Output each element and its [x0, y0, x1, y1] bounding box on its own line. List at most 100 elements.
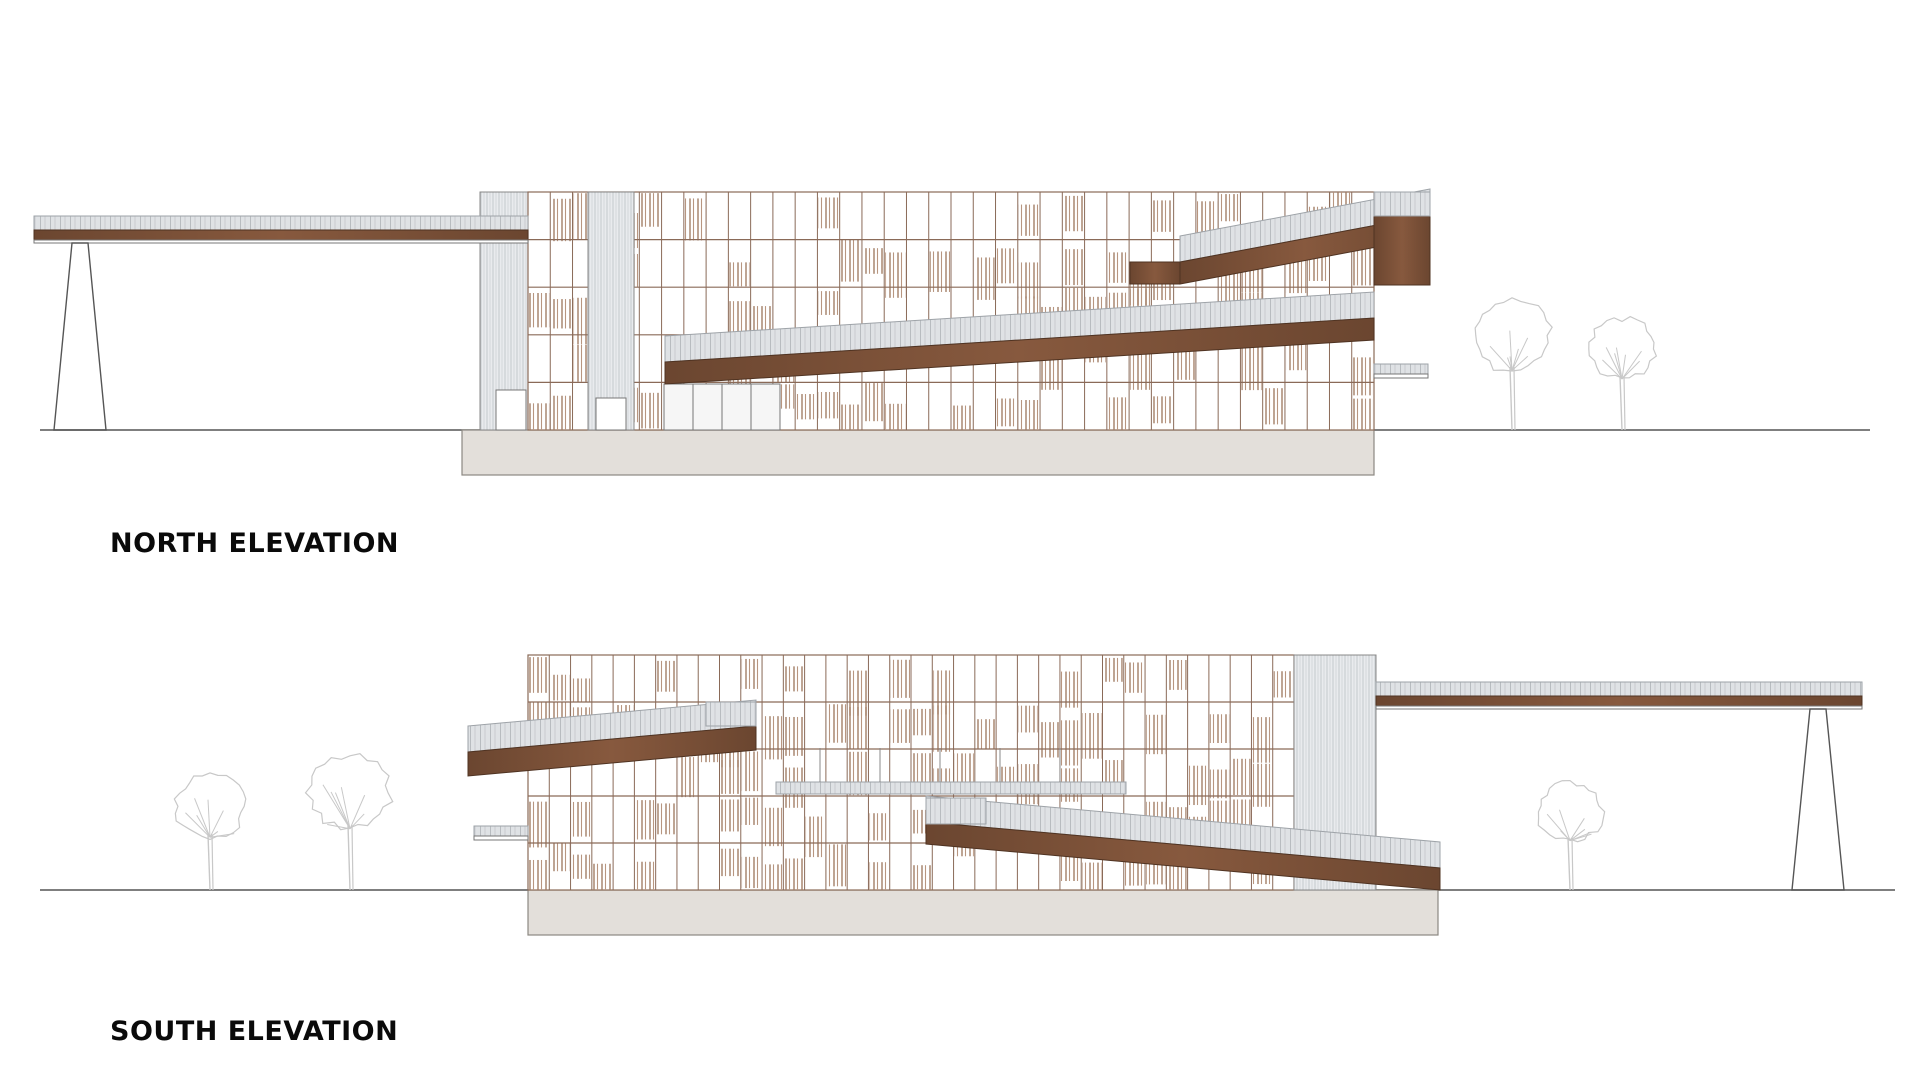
canopy — [1474, 297, 1553, 372]
wood-slat-panel — [996, 248, 1017, 284]
wood-slat-panel — [818, 392, 839, 419]
south-tree-1 — [173, 772, 247, 891]
wood-slat-panel — [729, 262, 750, 287]
branch — [1507, 357, 1513, 371]
branch — [1621, 360, 1640, 380]
wood-slat-panel — [1063, 287, 1084, 314]
wood-slat-panel — [1130, 352, 1151, 390]
mid-walkway — [775, 781, 1127, 795]
wood-slat-panel — [796, 394, 817, 420]
south-skybridge-railing — [1375, 681, 1863, 697]
core-door — [595, 397, 627, 431]
wood-slat-panel — [933, 705, 953, 752]
wood-slat-panel — [1252, 763, 1272, 807]
trunk — [1513, 366, 1516, 431]
wood-slat-panel — [784, 858, 804, 890]
trunk — [1619, 375, 1623, 431]
north-elevation-drawing — [33, 188, 1870, 476]
trunk — [347, 825, 351, 891]
wood-slat-panel — [763, 716, 783, 760]
branch — [349, 813, 365, 830]
branch — [1546, 813, 1571, 842]
lower-ramp-landing-railing — [925, 797, 987, 825]
south-tree-2 — [304, 753, 394, 891]
lower-ramp-deck — [664, 317, 1375, 385]
branch — [1569, 828, 1586, 842]
branch — [1569, 833, 1592, 842]
branch — [1621, 350, 1642, 380]
branch — [1614, 353, 1623, 380]
wood-slat-panel — [1082, 713, 1102, 759]
wood-slat-panel — [1060, 720, 1081, 766]
wood-slat-panel — [720, 848, 740, 877]
branch — [1511, 337, 1529, 371]
wood-slat-panel — [912, 753, 932, 787]
north-skybridge — [33, 215, 529, 431]
wood-slat-panel — [826, 844, 847, 887]
wood-slat-panel — [784, 666, 804, 692]
wood-slat-panel — [1124, 662, 1145, 693]
south-elevation-title: SOUTH ELEVATION — [110, 1016, 399, 1047]
wood-slat-panel — [933, 670, 953, 715]
wood-slat-panel — [885, 252, 906, 298]
canopy — [1588, 315, 1658, 379]
north-tree-1 — [1474, 297, 1553, 431]
branch — [196, 814, 211, 838]
wood-slat-panel — [741, 856, 762, 889]
wood-slat-panel — [551, 198, 572, 242]
south-elevation-drawing — [40, 654, 1895, 936]
wood-slat-panel — [529, 403, 550, 430]
branch — [209, 810, 224, 838]
upper-ramp-landing — [1129, 261, 1181, 285]
wood-slat-panel — [1063, 249, 1084, 286]
branch — [194, 798, 211, 838]
upper-left-ramp-deck — [467, 725, 757, 777]
wood-slat-panel — [1018, 262, 1040, 299]
wood-slat-panel — [1107, 252, 1129, 283]
wood-slat-panel — [720, 760, 740, 794]
wood-slat-panel — [1209, 769, 1230, 799]
branch — [1511, 355, 1529, 371]
wood-slat-panel — [784, 716, 804, 756]
south-skybridge-fascia — [1375, 705, 1863, 710]
wood-slat-panel — [571, 854, 591, 879]
concrete-podium — [461, 429, 1375, 476]
branch — [349, 794, 366, 829]
side-balcony — [473, 825, 529, 837]
lower-ramp — [664, 291, 1375, 385]
wood-slat-panel — [741, 658, 762, 689]
wood-slat-panel — [869, 862, 889, 890]
wood-slat-panel — [1209, 714, 1230, 744]
branch — [207, 799, 211, 838]
wood-slat-panel — [1167, 659, 1187, 690]
wood-slat-panel — [826, 704, 847, 743]
branch — [209, 831, 219, 838]
north-skybridge-pylon — [53, 242, 107, 431]
wood-slat-panel — [635, 861, 655, 890]
wood-slat-panel — [1018, 705, 1038, 733]
branch — [322, 784, 351, 830]
wood-slat-panel — [592, 863, 613, 890]
wood-slat-panel — [684, 198, 706, 241]
wood-slat-panel — [1152, 200, 1173, 232]
ribbed-core-strip — [587, 191, 635, 431]
north-elevation-title: NORTH ELEVATION — [110, 528, 400, 559]
canopy — [1537, 779, 1606, 843]
wood-slat-panel — [1352, 246, 1373, 286]
wood-slat-panel — [1060, 671, 1081, 708]
concrete-podium — [527, 889, 1439, 936]
wood-slat-panel — [840, 404, 861, 430]
wood-slat-panel — [954, 753, 974, 789]
north-skybridge-fascia — [33, 239, 529, 244]
wood-slat-panel — [952, 405, 973, 430]
north-skybridge-deck — [33, 229, 529, 241]
side-door — [495, 389, 527, 431]
branch — [1615, 347, 1623, 380]
wood-slat-panel — [550, 674, 570, 701]
wood-slat-panel — [741, 797, 762, 825]
north-skybridge-railing — [33, 215, 529, 231]
wood-slat-panel — [818, 291, 839, 315]
wood-slat-panel — [848, 670, 868, 716]
wood-slat-panel — [929, 251, 950, 292]
